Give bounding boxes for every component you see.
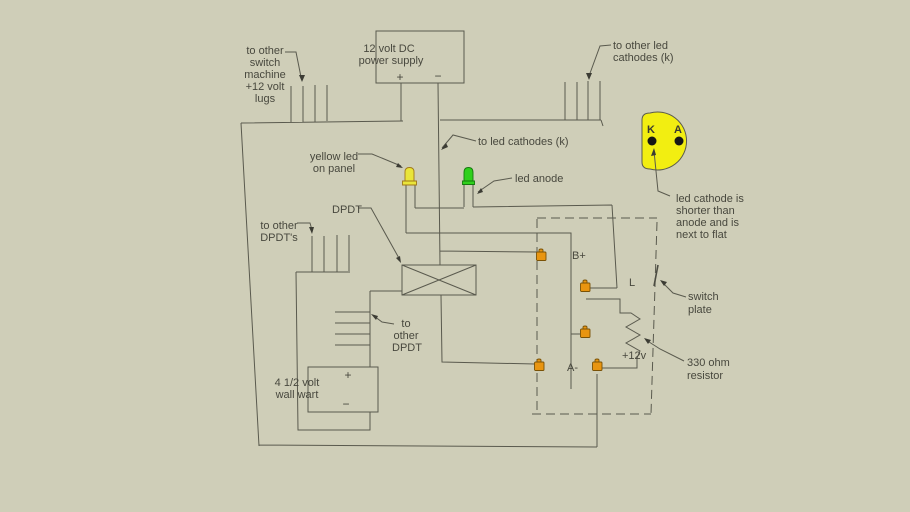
svg-text:power supply: power supply [359,55,424,67]
label-switch-machine-lugs: to other switch machine +12 volt lugs [244,45,286,105]
label-a-minus: A- [567,362,578,374]
label-plus-12v: +12v [622,350,647,362]
svg-text:wall wart: wall wart [275,389,319,401]
svg-text:yellow led: yellow led [310,151,358,163]
cathode-pin-dot [647,136,657,146]
svg-text:DPDT's: DPDT's [260,232,298,244]
svg-text:machine: machine [244,69,286,81]
terminal-l [580,279,591,292]
label-switch-plate: switch plate [688,291,719,316]
pin-label-a: A [674,124,682,136]
label-led-anode: led anode [515,173,563,185]
label-other-led-cathodes: to other led cathodes (k) [613,40,674,64]
svg-text:330 ohm: 330 ohm [687,357,730,369]
label-to-other-dpdt: to other DPDT [392,318,422,354]
svg-text:lugs: lugs [255,93,276,105]
svg-text:on panel: on panel [313,163,355,175]
svg-text:to other: to other [246,45,284,57]
svg-text:anode and is: anode and is [676,217,739,229]
label-330-ohm-resistor: 330 ohm resistor [687,357,730,382]
label-power-supply: 12 volt DC power supply + − [359,43,442,84]
power-plus-sign: + [396,70,403,84]
anode-pin-dot [674,136,684,146]
svg-text:4 1/2 volt: 4 1/2 volt [275,377,320,389]
label-b-plus: B+ [572,250,586,262]
svg-text:to: to [401,318,410,330]
yellow-led [402,167,417,186]
label-dpdt: DPDT [332,204,362,216]
power-minus-sign: − [434,69,441,83]
wall-minus-sign: − [342,397,349,411]
label-led-cathode-note: led cathode is shorter than anode and is… [676,193,744,241]
green-led [462,167,475,185]
power-supply-box [375,30,465,84]
svg-text:switch: switch [688,291,719,303]
dashed-connector-wires [532,217,658,415]
svg-text:to other led: to other led [613,40,668,52]
wall-wart-box [307,366,379,413]
switch-plate-mark [653,264,659,287]
svg-text:shorter than: shorter than [676,205,735,217]
svg-text:resistor: resistor [687,370,723,382]
pin-label-k: K [647,124,655,136]
terminal-12v [592,358,603,371]
svg-text:led cathode is: led cathode is [676,193,744,205]
terminal-a-minus [534,358,545,371]
svg-text:plate: plate [688,304,712,316]
label-yellow-led-on-panel: yellow led on panel [310,151,358,175]
wall-plus-sign: + [344,368,351,382]
svg-text:12 volt DC: 12 volt DC [363,43,414,55]
svg-text:DPDT: DPDT [392,342,422,354]
label-to-other-dpdts: to other DPDT's [260,220,298,244]
label-l: L [629,277,635,289]
leader-lines [285,44,687,362]
svg-text:switch: switch [250,57,281,69]
terminal-mid [580,325,591,338]
svg-text:other: other [393,330,418,342]
led-pinout-symbol: K A [641,111,688,171]
svg-text:cathodes (k): cathodes (k) [613,52,674,64]
svg-text:to other: to other [260,220,298,232]
terminal-b-plus [536,248,547,261]
svg-text:next to flat: next to flat [676,229,727,241]
circuit-wires [240,81,642,448]
dpdt-switch-box [401,264,477,296]
label-wall-wart: 4 1/2 volt wall wart + − [275,368,352,411]
label-to-led-cathodes: to led cathodes (k) [478,136,569,148]
svg-text:+12 volt: +12 volt [246,81,285,93]
